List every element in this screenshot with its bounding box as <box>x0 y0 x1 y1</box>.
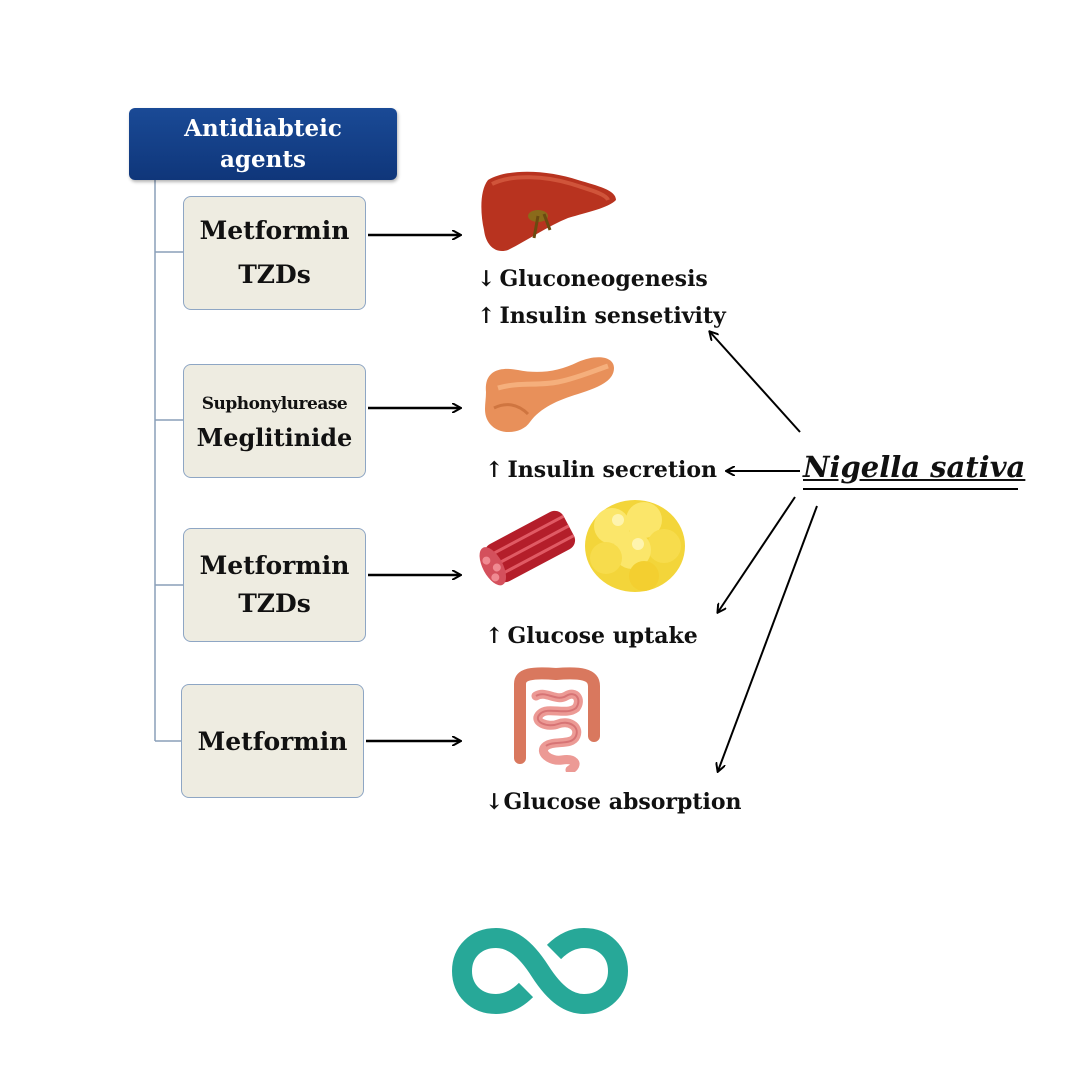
up-arrow-icon: ↑ <box>485 623 504 649</box>
drug-box-3-line-2: TZDs <box>238 589 311 618</box>
up-arrow-icon: ↑ <box>477 303 496 329</box>
drug-box-metformin-tzds-1: Metformin TZDs <box>183 196 366 310</box>
effect-gluconeogenesis: ↓Gluconeogenesis <box>477 266 708 292</box>
fat-tissue-icon <box>585 500 685 592</box>
drug-box-sulfonylurea-meglitinide: Suphonylurease Meglitinide <box>183 364 366 478</box>
drug-box-4-line-1: Metformin <box>197 726 348 756</box>
effect-insulin-sensitivity: ↑Insulin sensetivity <box>477 303 726 329</box>
effect-insulin-secretion-label: Insulin secretion <box>507 457 718 483</box>
drug-box-1-line-2: TZDs <box>238 260 311 289</box>
effect-insulin-secretion: ↑Insulin secretion <box>485 457 717 483</box>
header-line-2: agents <box>220 146 306 173</box>
arrow-nigella-absorption <box>718 505 818 771</box>
infinity-logo-icon <box>451 927 629 1015</box>
down-arrow-icon: ↓ <box>485 789 504 815</box>
effect-glucose-absorption-label: Glucose absorption <box>503 789 742 815</box>
header-line-1: Antidiabteic <box>184 115 342 142</box>
antidiabetic-agents-header: Antidiabteic agents <box>129 108 397 180</box>
nigella-sativa-label: Nigella sativa <box>803 450 1026 484</box>
down-arrow-icon: ↓ <box>477 266 496 292</box>
liver-icon <box>481 171 616 252</box>
muscle-icon <box>479 510 576 586</box>
pancreas-icon <box>485 357 614 433</box>
arrow-nigella-sensitivity <box>710 332 801 433</box>
effect-gluconeogenesis-label: Gluconeogenesis <box>499 266 708 292</box>
effect-glucose-uptake-label: Glucose uptake <box>507 623 698 649</box>
effect-insulin-sensitivity-label: Insulin sensetivity <box>499 303 726 329</box>
effect-glucose-uptake: ↑Glucose uptake <box>485 623 698 649</box>
drug-box-2-line-2: Meglitinide <box>196 423 353 452</box>
up-arrow-icon: ↑ <box>485 457 504 483</box>
intestine-icon <box>514 667 600 772</box>
effect-glucose-absorption: ↓Glucose absorption <box>485 789 742 815</box>
drug-box-metformin-tzds-2: Metformin TZDs <box>183 528 366 642</box>
drug-box-2-line-1: Suphonylurease <box>201 394 348 414</box>
drug-box-1-line-1: Metformin <box>199 216 350 245</box>
drug-box-metformin: Metformin <box>181 684 364 798</box>
drug-box-3-line-1: Metformin <box>199 551 350 580</box>
arrow-nigella-uptake <box>718 496 796 612</box>
